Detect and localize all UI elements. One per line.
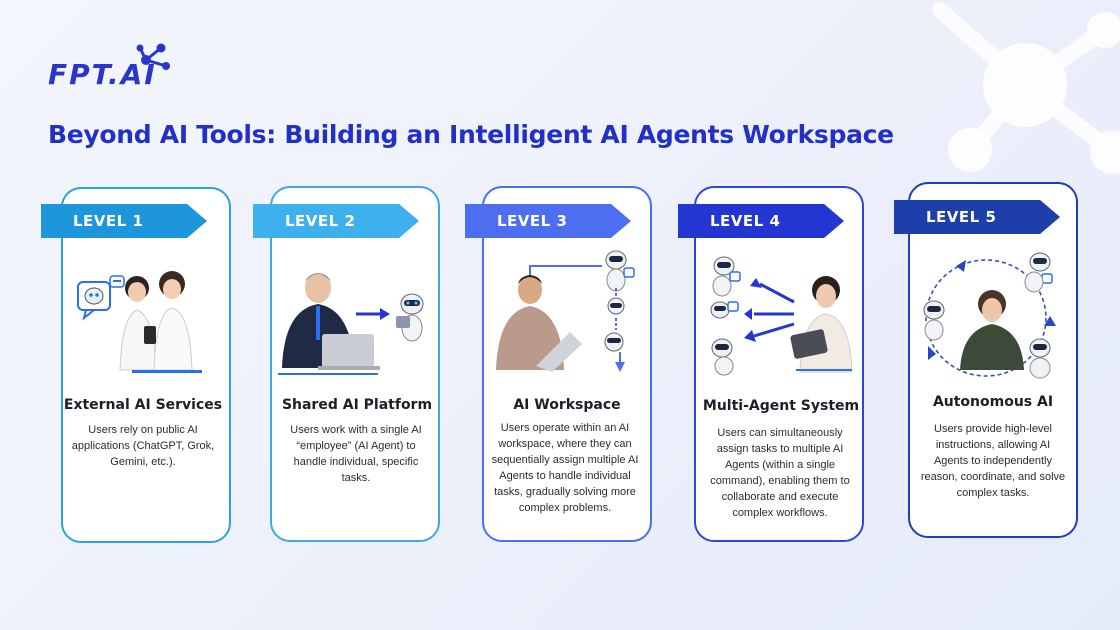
level-5-title: Autonomous AI — [932, 394, 1054, 410]
two-women-chat-icon — [77, 271, 202, 373]
man-laptop-single-robot-icon — [278, 273, 424, 375]
fpt-ai-logo[interactable]: FPT.AI — [48, 40, 178, 92]
level-5-ribbon: LEVEL 5 — [894, 200, 1060, 234]
page-title: Beyond AI Tools: Building an Intelligent… — [48, 120, 894, 149]
logo-network-icon — [136, 43, 170, 70]
network-decoration-icon — [932, 2, 1120, 174]
level-4-title: Multi-Agent System — [702, 398, 860, 414]
level-2-ribbon: LEVEL 2 — [253, 204, 419, 238]
level-3-title: AI Workspace — [513, 397, 621, 413]
level-2-description: Users work with a single AI “employee” (… — [290, 424, 422, 484]
level-2-title: Shared AI Platform — [281, 397, 433, 413]
level-4-description: Users can simultaneously assign tasks to… — [710, 427, 850, 519]
man-laptop-robot-chain-icon — [496, 250, 635, 372]
level-1-title: External AI Services — [63, 397, 223, 413]
level-5-description: Users provide high-level instructions, a… — [920, 423, 1066, 499]
level-4-ribbon: LEVEL 4 — [678, 204, 844, 238]
woman-tablet-robot-fanout-icon — [710, 256, 852, 376]
level-1-description: Users rely on public AI applications (Ch… — [71, 424, 215, 468]
level-3-description: Users operate within an AI workspace, wh… — [491, 422, 639, 514]
logo-text: FPT.AI — [48, 58, 157, 91]
woman-robot-cycle-icon — [923, 252, 1056, 379]
level-1-ribbon: LEVEL 1 — [41, 204, 207, 238]
level-3-ribbon: LEVEL 3 — [465, 204, 631, 238]
